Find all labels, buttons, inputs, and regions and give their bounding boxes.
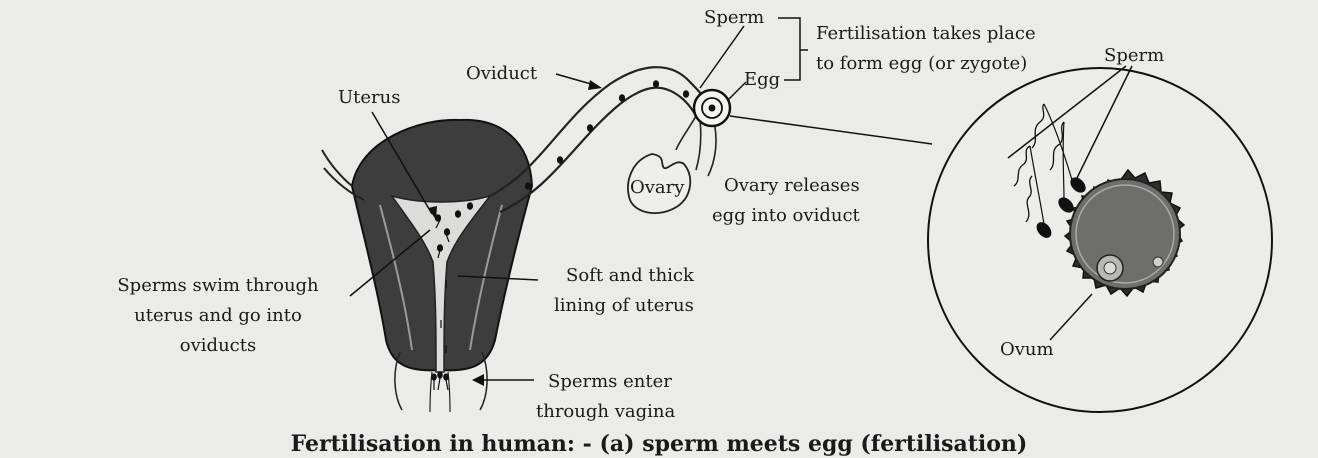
label-lining-2: lining of uterus (554, 295, 694, 316)
diagram-stage: Sperm Egg Fertilisation takes place to f… (117, 7, 1273, 457)
label-sperm-top: Sperm (704, 7, 765, 28)
label-sperms-swim-2: uterus and go into (134, 305, 302, 326)
label-ovum: Ovum (1000, 339, 1054, 360)
label-oviduct: Oviduct (466, 63, 538, 84)
uterus (350, 118, 534, 413)
fertilisation-diagram (321, 17, 1273, 413)
label-fertilisation-1: Fertilisation takes place (816, 23, 1036, 44)
label-ovary-releases-1: Ovary releases (724, 175, 860, 196)
label-sperms-enter-2: through vagina (536, 401, 676, 422)
label-fertilisation-2: to form egg (or zygote) (816, 53, 1028, 74)
label-sperms-swim-3: oviducts (179, 335, 257, 356)
label-lining-1: Soft and thick (566, 265, 694, 286)
label-uterus: Uterus (338, 87, 401, 108)
arrowheads (428, 80, 602, 386)
label-ovary: Ovary (630, 177, 685, 198)
uterine-cavity (390, 194, 492, 373)
label-sperms-enter-1: Sperms enter (548, 371, 672, 392)
label-sperm-right: Sperm (1104, 45, 1165, 66)
egg-in-oviduct (692, 88, 732, 128)
cervix-outline (394, 351, 488, 411)
uterus-lining-left (379, 204, 413, 351)
uterus-lining-right (469, 204, 503, 351)
left-oviduct (321, 149, 365, 201)
label-ovary-releases-2: egg into oviduct (712, 205, 860, 226)
ovary (627, 153, 692, 214)
figure-caption: Fertilisation in human: - (a) sperm meet… (290, 431, 1028, 457)
sperm-tracks (431, 80, 690, 391)
label-egg: Egg (744, 69, 781, 90)
label-sperms-swim-1: Sperms swim through (117, 275, 319, 296)
magnified-view (927, 67, 1273, 413)
